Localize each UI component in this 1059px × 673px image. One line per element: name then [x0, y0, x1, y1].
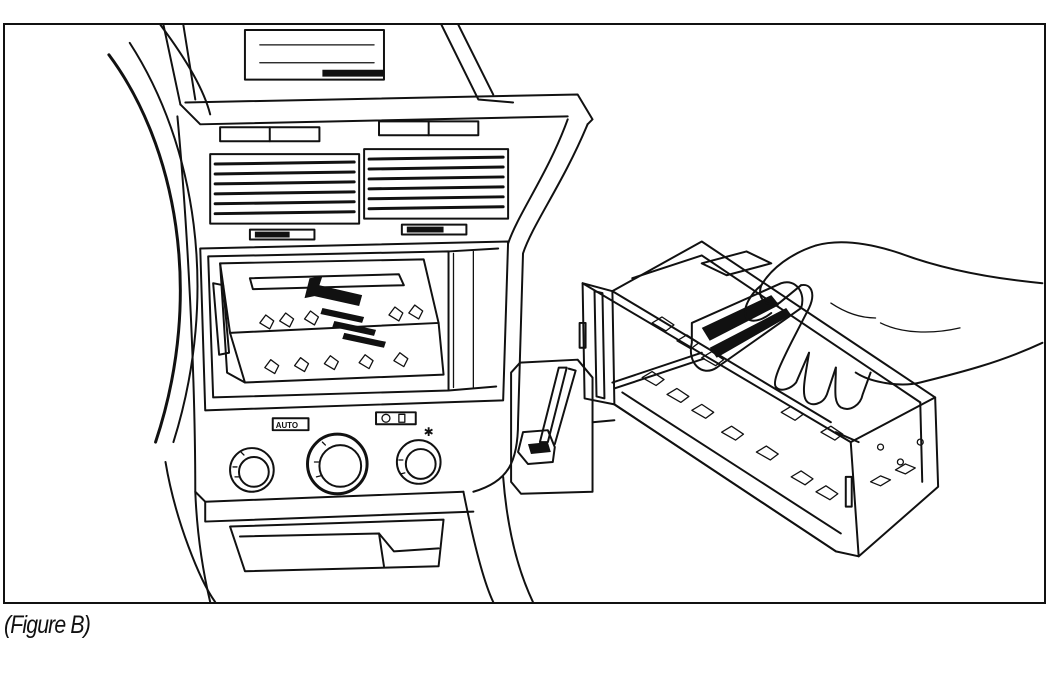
steering-wheel-edge — [107, 25, 212, 444]
dashboard-illustration: AUTO ✱ — [107, 25, 1044, 602]
figure-caption: (Figure B) — [4, 611, 91, 639]
radio-opening — [199, 240, 510, 412]
arrow-icon — [304, 276, 386, 348]
knob-icon — [229, 432, 442, 496]
auto-label: AUTO — [276, 421, 298, 430]
mounting-sleeve-icon — [578, 240, 940, 558]
center-stack — [164, 115, 589, 602]
fan-label: ✱ — [424, 425, 434, 439]
figure-frame: AUTO ✱ — [3, 23, 1046, 604]
release-tab-detail-icon — [510, 358, 616, 495]
vent-icon — [209, 148, 510, 241]
dash-upper — [162, 25, 594, 126]
mounting-sleeve-installed — [212, 258, 445, 384]
hand-icon — [744, 241, 1044, 410]
lower-console-tray — [229, 518, 445, 573]
climate-panel: AUTO ✱ — [229, 411, 442, 496]
screwdriver-icon — [611, 281, 804, 390]
top-buttons — [219, 120, 480, 143]
